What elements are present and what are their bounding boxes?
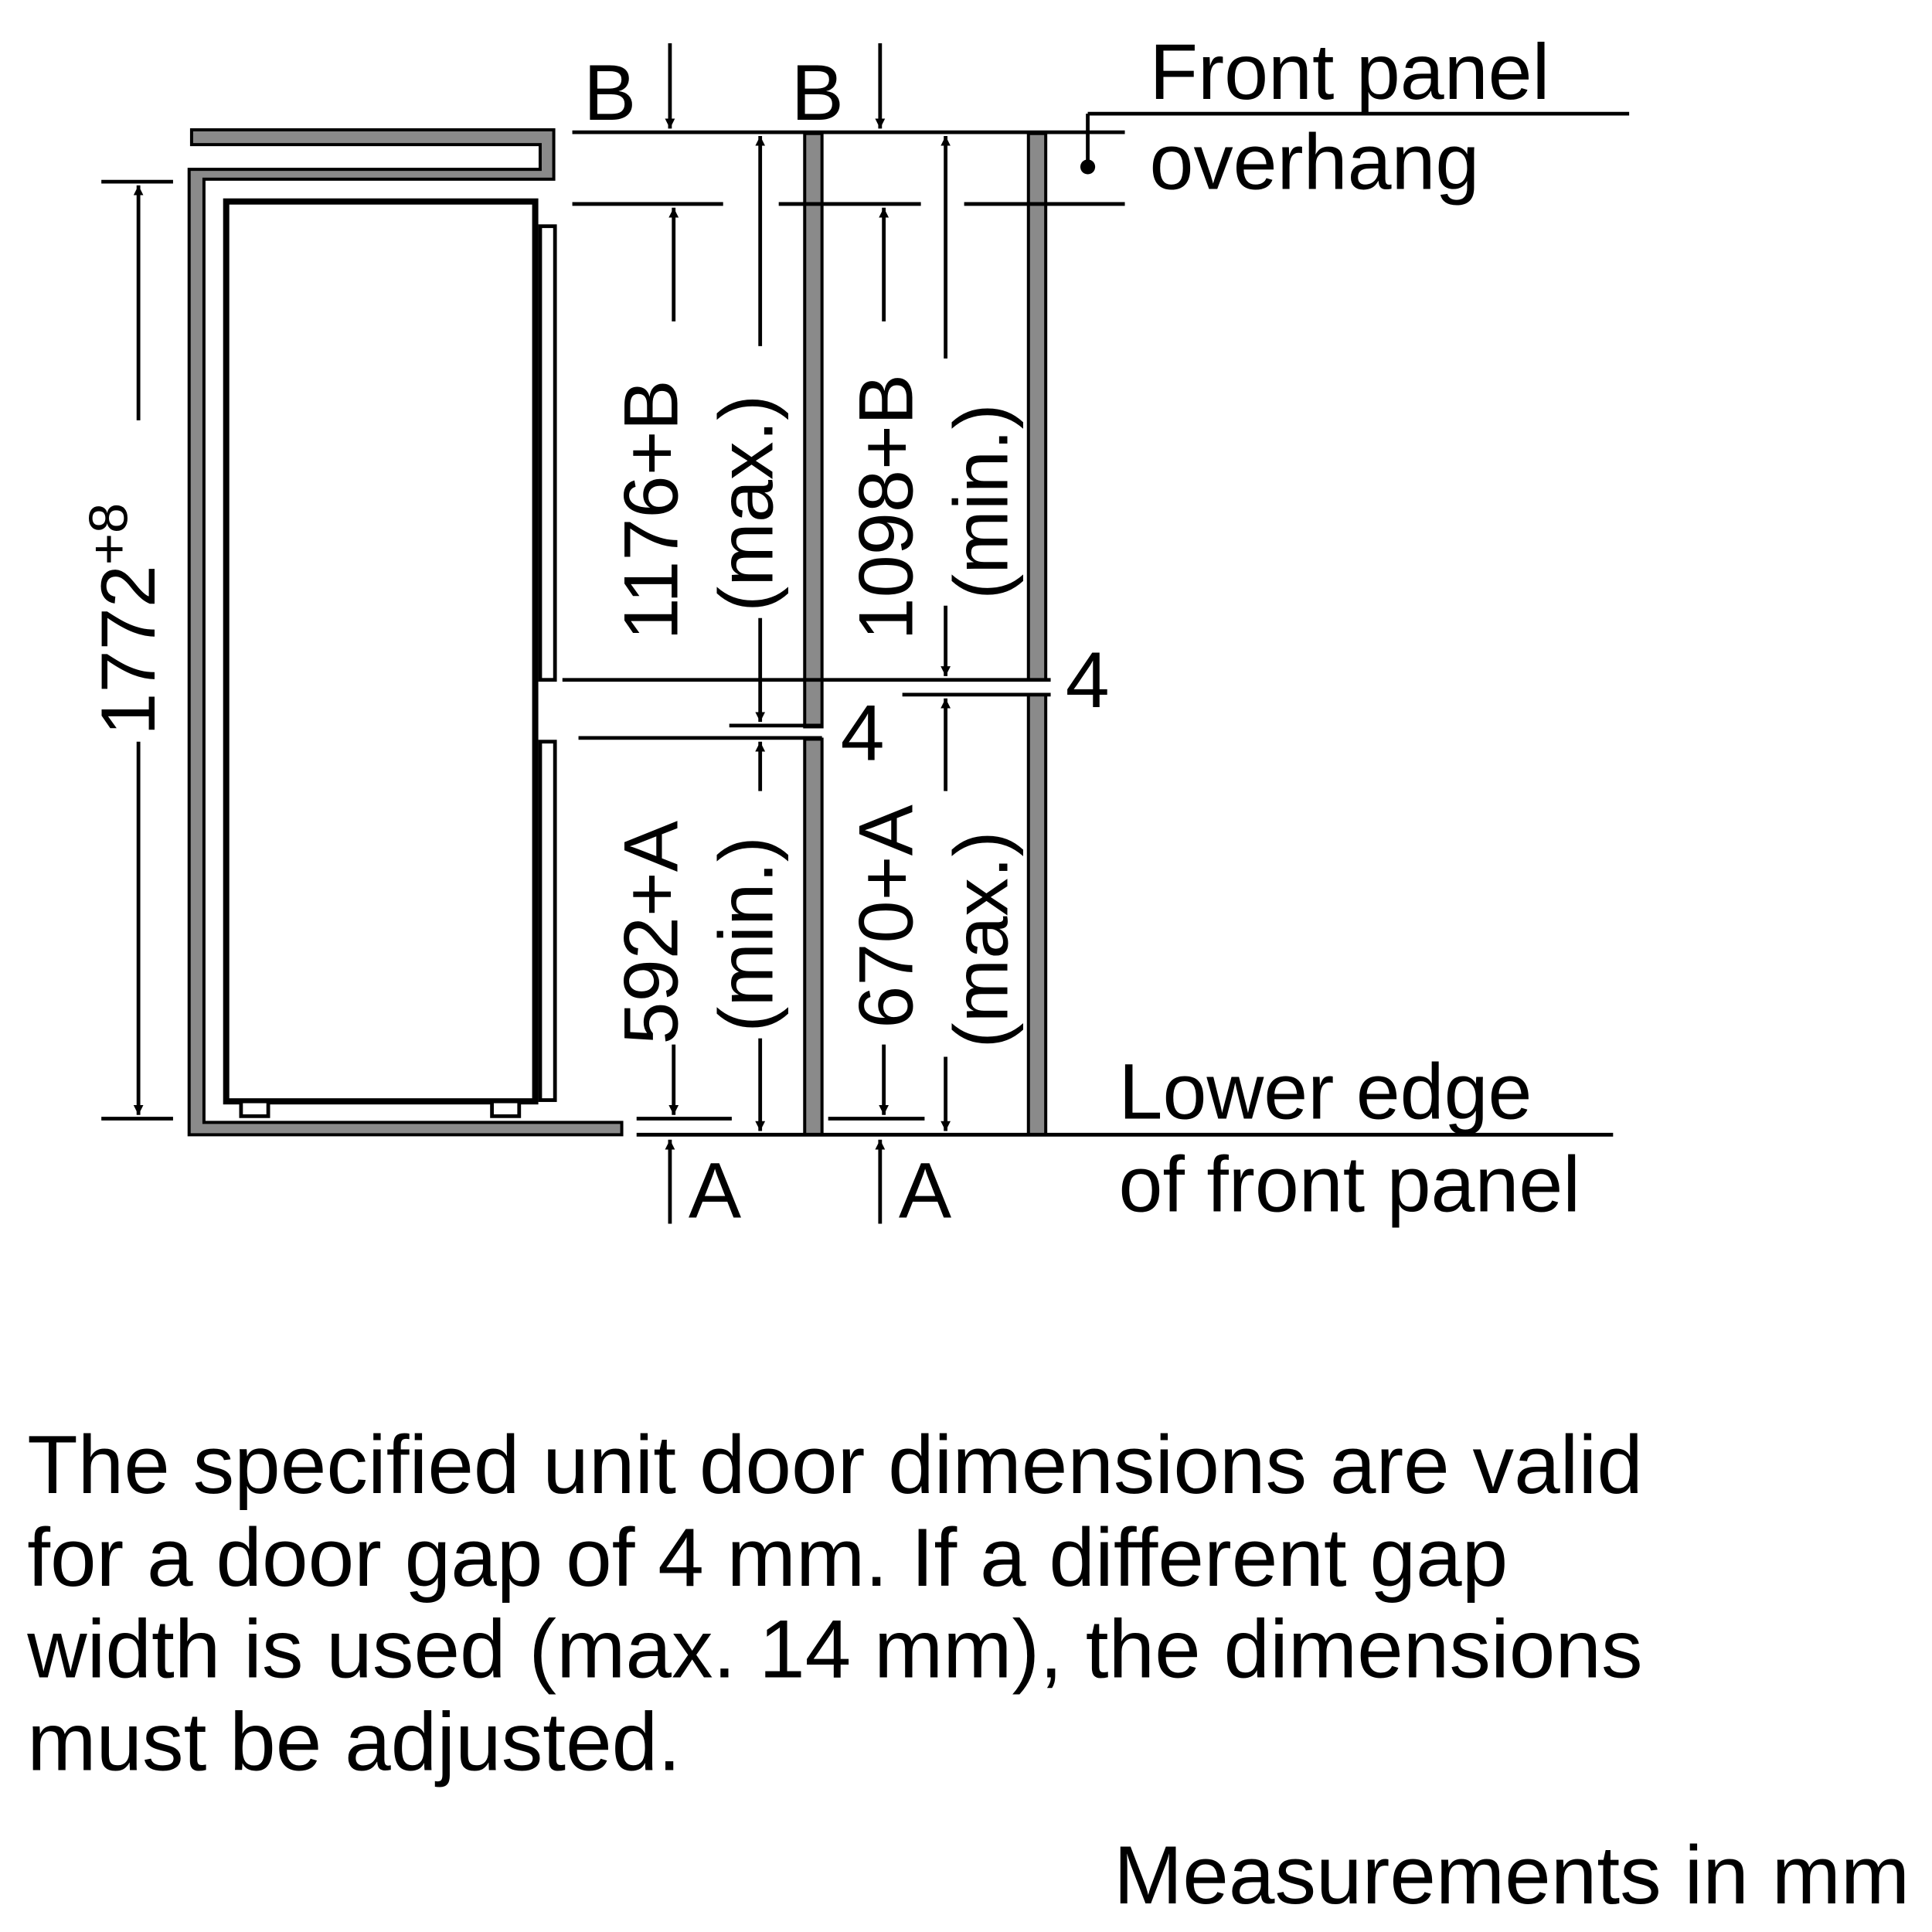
dimension-arrows bbox=[133, 43, 951, 1224]
dim-lower-left-note: (min.) bbox=[704, 836, 790, 1032]
appliance-body bbox=[223, 198, 557, 1118]
note-line: must be adjusted. bbox=[27, 1695, 681, 1787]
dim-total-height: 1772+8 bbox=[78, 503, 172, 736]
note-line: width is used (max. 14 mm), the dimensio… bbox=[26, 1603, 1642, 1696]
note-line: for a door gap of 4 mm. If a different g… bbox=[27, 1511, 1508, 1604]
note-line: The specified unit door dimensions are v… bbox=[27, 1418, 1643, 1511]
dim-lower-left: 592+A bbox=[609, 821, 695, 1044]
dim-upper-right-note: (min.) bbox=[939, 403, 1025, 599]
label-b-left: B bbox=[583, 48, 636, 137]
label-gap-upper: 4 bbox=[1066, 635, 1110, 724]
label-lower-edge: Lower edge bbox=[1119, 1047, 1532, 1136]
label-of-front-panel: of front panel bbox=[1119, 1139, 1581, 1228]
foot-right bbox=[490, 1099, 522, 1118]
label-gap-lower: 4 bbox=[841, 689, 885, 777]
units-label: Measurements in mm bbox=[1114, 1828, 1910, 1921]
reference-lines bbox=[101, 111, 1630, 1137]
dim-upper-left: 1176+B bbox=[609, 379, 695, 640]
dim-lower-right-note: (max.) bbox=[939, 831, 1025, 1048]
dim-lower-right: 670+A bbox=[843, 804, 929, 1028]
dim-upper-right: 1098+B bbox=[843, 374, 929, 641]
note-text: The specified unit door dimensions are v… bbox=[26, 1418, 1643, 1787]
dim-upper-left-note: (max.) bbox=[704, 395, 790, 612]
label-a-left: A bbox=[689, 1145, 742, 1234]
label-overhang: overhang bbox=[1150, 117, 1480, 206]
label-front-panel: Front panel bbox=[1150, 27, 1550, 116]
label-b-right: B bbox=[791, 48, 844, 137]
cabinet-niche bbox=[187, 128, 624, 1137]
foot-left bbox=[239, 1099, 270, 1118]
label-a-right: A bbox=[899, 1145, 952, 1234]
